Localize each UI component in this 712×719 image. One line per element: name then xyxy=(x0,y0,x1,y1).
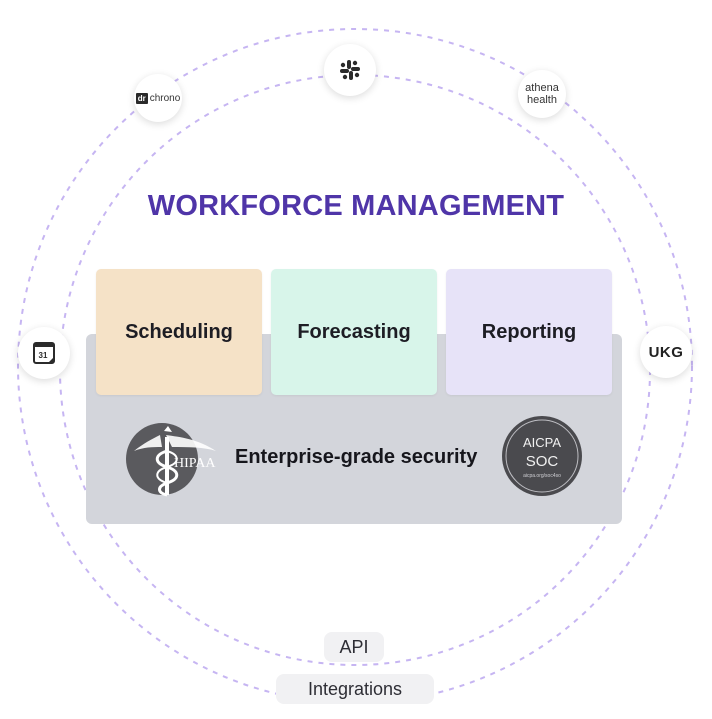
aicpa-soc-badge: AICPA SOC aicpa.org/soc4so xyxy=(502,416,582,496)
module-label-forecasting: Forecasting xyxy=(297,320,411,343)
module-card-scheduling[interactable]: Scheduling xyxy=(96,269,262,395)
ukg-integration-node[interactable]: UKG xyxy=(640,326,692,378)
athenahealth-logo: athena health xyxy=(525,82,559,106)
google-calendar-integration-node[interactable]: 31 xyxy=(18,327,70,379)
page-title: WORKFORCE MANAGEMENT xyxy=(147,190,565,222)
security-label: Enterprise-grade security xyxy=(235,446,478,468)
ukg-logo: UKG xyxy=(648,343,684,361)
drchrono-logo-prefix: dr xyxy=(135,92,148,104)
drchrono-integration-node[interactable]: dr chrono xyxy=(134,74,182,122)
module-label-reporting: Reporting xyxy=(481,320,577,343)
calendar-icon-day: 31 xyxy=(39,351,48,360)
slack-integration-node[interactable] xyxy=(324,44,376,96)
aicpa-badge-small: aicpa.org/soc4so xyxy=(523,473,561,479)
athena-logo-line1: athena xyxy=(525,82,559,94)
calendar-icon: 31 xyxy=(33,342,55,364)
athena-logo-line2: health xyxy=(527,94,557,106)
aicpa-badge-line1: AICPA xyxy=(523,435,561,450)
athenahealth-integration-node[interactable]: athena health xyxy=(518,70,566,118)
module-label-scheduling: Scheduling xyxy=(125,320,233,343)
drchrono-logo-name: chrono xyxy=(149,92,181,104)
drchrono-logo: dr chrono xyxy=(135,92,181,104)
hipaa-badge: HIPAA xyxy=(126,423,216,497)
integrations-label: Integrations xyxy=(276,674,434,704)
module-card-reporting[interactable]: Reporting xyxy=(446,269,612,395)
module-card-forecasting[interactable]: Forecasting xyxy=(271,269,437,395)
api-label: API xyxy=(324,632,384,662)
aicpa-badge-line2: SOC xyxy=(526,453,559,470)
slack-icon xyxy=(340,60,360,80)
hipaa-badge-text: HIPAA xyxy=(174,456,216,471)
